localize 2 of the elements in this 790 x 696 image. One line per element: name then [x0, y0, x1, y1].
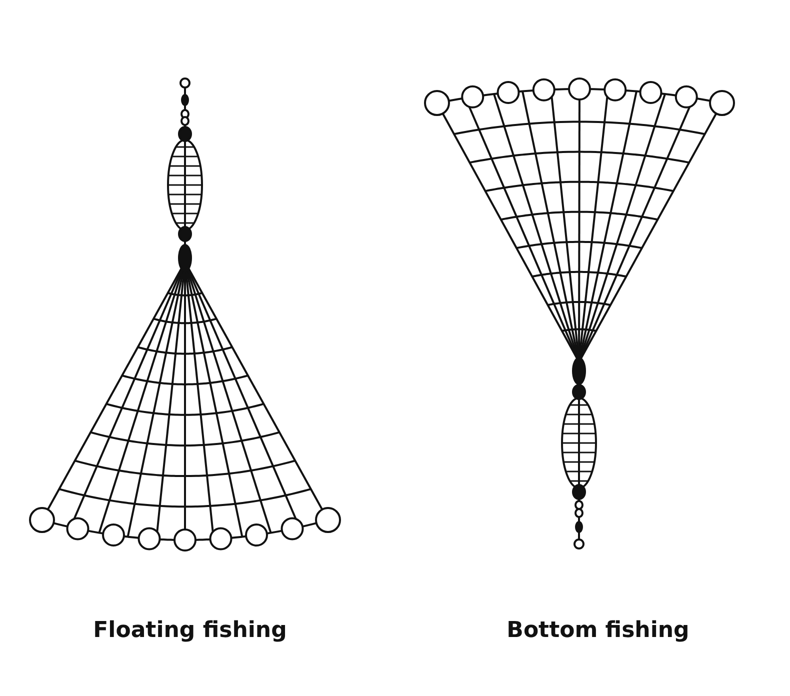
- caption-text: Bottom fishing: [506, 618, 690, 643]
- caption-text: Floating fishing: [92, 618, 288, 643]
